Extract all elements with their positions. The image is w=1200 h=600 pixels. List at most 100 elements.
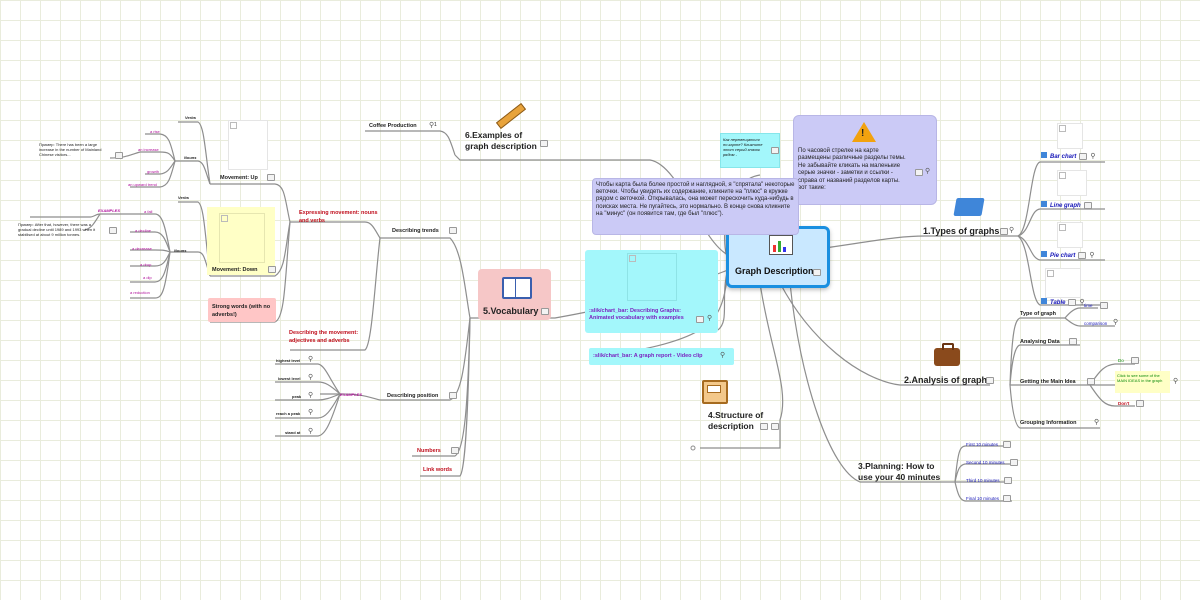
note-icon[interactable] — [1003, 495, 1011, 502]
expressing-movement[interactable]: Expressing movement: nouns and verbs — [299, 210, 378, 224]
note-icon[interactable] — [267, 174, 275, 181]
central-node[interactable]: Graph Description — [726, 226, 830, 288]
link-icon[interactable]: ⚲ — [429, 122, 435, 129]
down-noun-item[interactable]: a fall — [144, 209, 153, 214]
down-verbs[interactable]: Verbs — [178, 195, 189, 200]
position-item[interactable]: reach a peak — [276, 411, 301, 416]
position-item[interactable]: peak — [292, 394, 302, 399]
note-clockwise: ! По часовой стрелке на карте размещены … — [793, 115, 937, 205]
note-icon[interactable] — [1004, 477, 1012, 484]
link-icon[interactable]: ⚲ — [308, 392, 314, 399]
note-icon[interactable] — [1100, 302, 1108, 309]
note-icon[interactable] — [771, 423, 779, 430]
note-icon[interactable] — [696, 316, 704, 323]
link-icon[interactable]: ⚲ — [1009, 227, 1015, 234]
note-icon[interactable] — [771, 147, 779, 154]
note-icon[interactable] — [1003, 441, 1011, 448]
up-nouns[interactable]: Nouns — [184, 155, 197, 160]
link-icon[interactable]: ⚲ — [1113, 319, 1119, 326]
link-words[interactable]: Link words — [423, 467, 453, 473]
down-examples[interactable]: EXAMPLES — [98, 208, 121, 213]
numbers[interactable]: Numbers — [417, 448, 441, 454]
strong-words[interactable]: Strong words (with no adverbs!) — [208, 298, 276, 322]
type-of-graph[interactable]: Type of graph — [1020, 311, 1056, 317]
structure-title[interactable]: 4.Structure of description — [708, 410, 764, 431]
down-noun-item[interactable]: a drop — [140, 262, 152, 267]
note-icon[interactable] — [1136, 400, 1144, 407]
up-noun-item[interactable]: an increase — [138, 147, 159, 152]
movement-up[interactable]: Movement: Up — [220, 175, 258, 181]
describing-trends[interactable]: Describing trends — [392, 228, 439, 234]
planning-item[interactable]: Third 10 minutes — [966, 478, 1000, 483]
note-icon[interactable] — [813, 269, 821, 276]
main-ideas-box[interactable]: Click to see some of the MAIN IDEAS in t… — [1115, 371, 1170, 393]
link-icon[interactable]: ⚲ — [308, 374, 314, 381]
link-icon[interactable]: ⚲ — [925, 168, 931, 175]
comparison-item[interactable]: comparison — [1084, 321, 1108, 326]
time-item[interactable]: time — [1084, 303, 1093, 308]
type-item-pie[interactable]: Pie chart⚲ — [1041, 251, 1095, 259]
type-item-bar[interactable]: Bar chart⚲ — [1041, 152, 1095, 160]
types-title[interactable]: 1.Types of graphs — [923, 226, 1000, 236]
position-item[interactable]: lowest level — [278, 376, 301, 381]
note-icon[interactable] — [540, 140, 548, 147]
link-icon[interactable]: ⚲ — [308, 356, 314, 363]
position-examples[interactable]: EXAMPLES — [340, 392, 363, 397]
movement-down-box[interactable]: Movement: Down — [207, 207, 276, 275]
note-icon[interactable] — [1087, 378, 1095, 385]
animated-vocabulary-link[interactable]: :slik/chart_bar: Describing Graphs: Anim… — [585, 250, 718, 333]
link-icon[interactable]: ⚲ — [308, 409, 314, 416]
type-item-table[interactable]: Table⚲ — [1041, 298, 1085, 306]
down-noun-item[interactable]: a decrease — [132, 246, 152, 251]
examples-title[interactable]: 6.Examples of graph description — [465, 130, 537, 151]
getting-main-idea[interactable]: Getting the Main Idea — [1020, 379, 1076, 385]
type-item-line[interactable]: Line graph — [1041, 201, 1092, 209]
planning-title[interactable]: 3.Planning: How to use your 40 minutes — [858, 461, 941, 482]
planning-item[interactable]: Final 10 minutes — [966, 496, 1000, 501]
link-icon[interactable]: ⚲ — [720, 352, 726, 359]
link-icon[interactable]: ⚲ — [1173, 378, 1179, 385]
note-icon[interactable] — [1069, 338, 1077, 345]
describing-position[interactable]: Describing position — [387, 393, 439, 399]
bar-chart-thumbnail — [1057, 123, 1083, 149]
link-icon[interactable]: ⚲ — [1094, 419, 1100, 426]
note-icon[interactable] — [1010, 459, 1018, 466]
position-item[interactable]: stand at — [285, 430, 301, 435]
do-item[interactable]: Do — [1118, 358, 1124, 363]
up-noun-item[interactable]: a rise — [150, 129, 160, 134]
link-icon[interactable]: ⚲ — [308, 428, 314, 435]
note-icon[interactable] — [449, 227, 457, 234]
analysis-title[interactable]: 2.Analysis of graph — [904, 375, 988, 385]
down-noun-item[interactable]: a dip — [143, 275, 152, 280]
note-icon[interactable] — [268, 266, 276, 273]
note-icon[interactable] — [1131, 357, 1139, 364]
up-noun-item[interactable]: growth — [147, 169, 160, 174]
analysing-data[interactable]: Analysing Data — [1020, 339, 1060, 345]
note-icon[interactable] — [109, 227, 117, 234]
vocabulary-node[interactable]: 5.Vocabulary — [478, 269, 551, 320]
down-nouns[interactable]: Nouns — [174, 248, 187, 253]
note-icon[interactable] — [915, 169, 923, 176]
up-noun-item[interactable]: an upward trend — [128, 182, 157, 187]
down-noun-item[interactable]: a reduction — [130, 290, 150, 295]
note-icon[interactable] — [986, 377, 994, 384]
describing-movement[interactable]: Describing the movement: adjectives and … — [289, 330, 359, 344]
coffee-production[interactable]: Coffee Production — [369, 123, 417, 129]
note-icon[interactable] — [760, 423, 768, 430]
video-clip-link[interactable]: :slik/chart_bar: A graph report - Video … — [589, 348, 734, 365]
movement-up-image — [228, 120, 268, 170]
note-icon[interactable] — [449, 392, 457, 399]
planning-item[interactable]: First 10 minutes — [966, 442, 999, 447]
link-icon[interactable]: ⚲ — [707, 315, 713, 322]
note-icon[interactable] — [115, 152, 123, 159]
note-icon[interactable] — [541, 308, 549, 315]
planning-item[interactable]: Second 10 minutes — [966, 460, 1005, 465]
dont-item[interactable]: Don't — [1118, 401, 1130, 406]
position-item[interactable]: highest level — [276, 358, 301, 363]
note-icon[interactable] — [451, 447, 459, 454]
up-verbs[interactable]: Verbs — [185, 115, 196, 120]
central-title: Graph Description — [735, 266, 814, 276]
down-noun-item[interactable]: a decline — [135, 228, 152, 233]
grouping-information[interactable]: Grouping Information — [1020, 420, 1077, 426]
note-icon[interactable] — [1000, 228, 1008, 235]
